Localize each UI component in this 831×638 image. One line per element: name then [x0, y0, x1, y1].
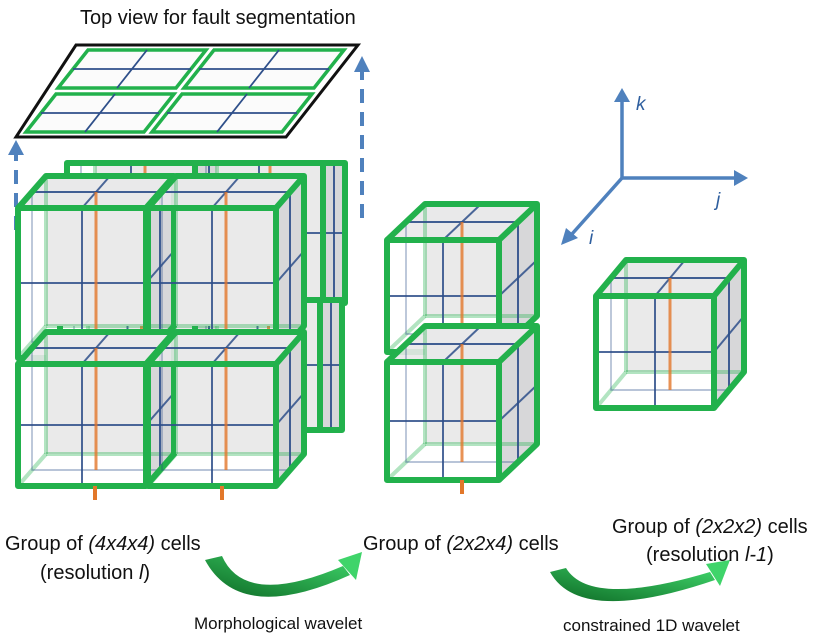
axis-label-i: i — [589, 228, 594, 249]
cube-outer-edge — [273, 330, 307, 366]
dashed-arrow-head — [354, 56, 370, 72]
transform-label-constrained: constrained 1D wavelet — [563, 616, 740, 635]
top-view-title: Top view for fault segmentation — [80, 7, 356, 29]
axis-i-head — [561, 228, 578, 245]
resolution-label-l: (resolution l) — [40, 561, 150, 585]
grid-line — [275, 392, 305, 426]
axis-label-k: k — [636, 94, 646, 115]
group-prefix: Group of — [612, 516, 696, 538]
cube — [384, 201, 540, 355]
cube-group-2x2x2 — [593, 257, 747, 411]
res-close: ) — [767, 544, 774, 566]
group-prefix: Group of — [363, 533, 447, 555]
cube-outer-edge — [496, 323, 540, 365]
axis-triad — [561, 88, 748, 245]
cube-back-face — [176, 176, 304, 326]
cube-outer-edge — [496, 201, 540, 243]
cube — [145, 329, 307, 489]
cube — [384, 323, 540, 483]
group-label-4x4x4: Group of (4x4x4) cells — [5, 532, 201, 556]
axis-i — [570, 176, 624, 236]
group-dims: (2x2x4) — [446, 533, 514, 555]
cube-back-edge — [594, 370, 628, 410]
grid-line — [275, 250, 305, 284]
res-close: ) — [143, 562, 151, 584]
group-prefix: Group of — [5, 533, 89, 555]
cube-back-edge — [385, 314, 427, 354]
cube-back-edge — [16, 324, 48, 360]
cube-group-4x4x4 — [15, 160, 348, 500]
top-view-plate — [13, 43, 362, 139]
res-open: (resolution — [40, 562, 139, 584]
group-suffix: cells — [762, 516, 808, 538]
dashed-arrow-head — [8, 140, 24, 155]
group-suffix: cells — [155, 533, 201, 555]
cube-back-edge — [16, 452, 48, 488]
curved-arrow-body — [550, 568, 715, 602]
grid-line — [498, 259, 538, 297]
res-var: l — [138, 562, 144, 584]
grid-line — [713, 315, 745, 353]
group-dims: (4x4x4) — [88, 533, 156, 555]
transform-label-morphological: Morphological wavelet — [194, 614, 363, 633]
res-open: (resolution — [646, 544, 745, 566]
curved-arrow-body — [205, 556, 350, 597]
transform-arrows — [205, 552, 730, 602]
resolution-label-l-1: (resolution l-1) — [646, 543, 774, 567]
cube-outer-edge — [711, 258, 747, 298]
axis-k-head — [614, 88, 630, 102]
group-suffix: cells — [513, 533, 559, 555]
cube-group-2x2x4 — [384, 201, 540, 494]
cube-back-edge — [146, 452, 178, 488]
cube-outer-edge — [273, 174, 307, 210]
group-dims: (2x2x2) — [695, 516, 763, 538]
curved-arrow-head — [706, 560, 730, 586]
cube-back-face — [46, 176, 174, 326]
cube — [15, 173, 177, 361]
cube — [593, 257, 747, 411]
cube-back-edge — [385, 442, 427, 482]
axis-j-head — [734, 170, 748, 186]
grid-line — [498, 384, 538, 422]
group-label-2x2x4: Group of (2x2x4) cells — [363, 532, 559, 556]
curved-arrow-head — [338, 552, 362, 580]
group-label-2x2x2: Group of (2x2x2) cells — [612, 515, 808, 539]
axis-label-j: j — [716, 190, 721, 211]
res-var: l-1 — [744, 544, 768, 566]
